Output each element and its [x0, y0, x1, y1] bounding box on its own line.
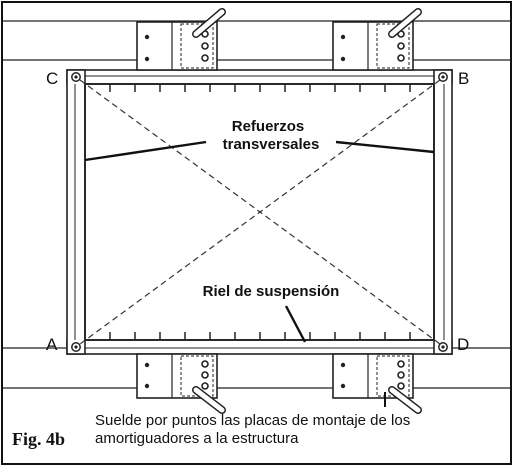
label-suspension-rail: Riel de suspensión: [203, 283, 340, 300]
leader-lines: [84, 140, 435, 407]
corner-label-a: A: [46, 335, 58, 354]
corner-label-d: D: [457, 335, 469, 354]
rail-ticks: [109, 84, 411, 340]
cross-braces: [79, 79, 441, 345]
mount-plate-bottom-left: [136, 353, 226, 414]
mount-plate-bottom-right: [332, 353, 422, 414]
top-beam: [3, 20, 510, 61]
corner-label-c: C: [46, 69, 58, 88]
caption-line1: Suelde por puntos las placas de montaje …: [95, 412, 410, 429]
figure-number: Fig. 4b: [12, 429, 65, 449]
label-braces-line1: Refuerzos: [232, 118, 305, 135]
mount-plate-top-right: [332, 8, 422, 71]
corner-label-b: B: [458, 69, 469, 88]
caption-line2: amortiguadores a la estructura: [95, 430, 299, 447]
label-braces-line2: transversales: [223, 136, 320, 153]
mount-plate-top-left: [136, 8, 226, 71]
